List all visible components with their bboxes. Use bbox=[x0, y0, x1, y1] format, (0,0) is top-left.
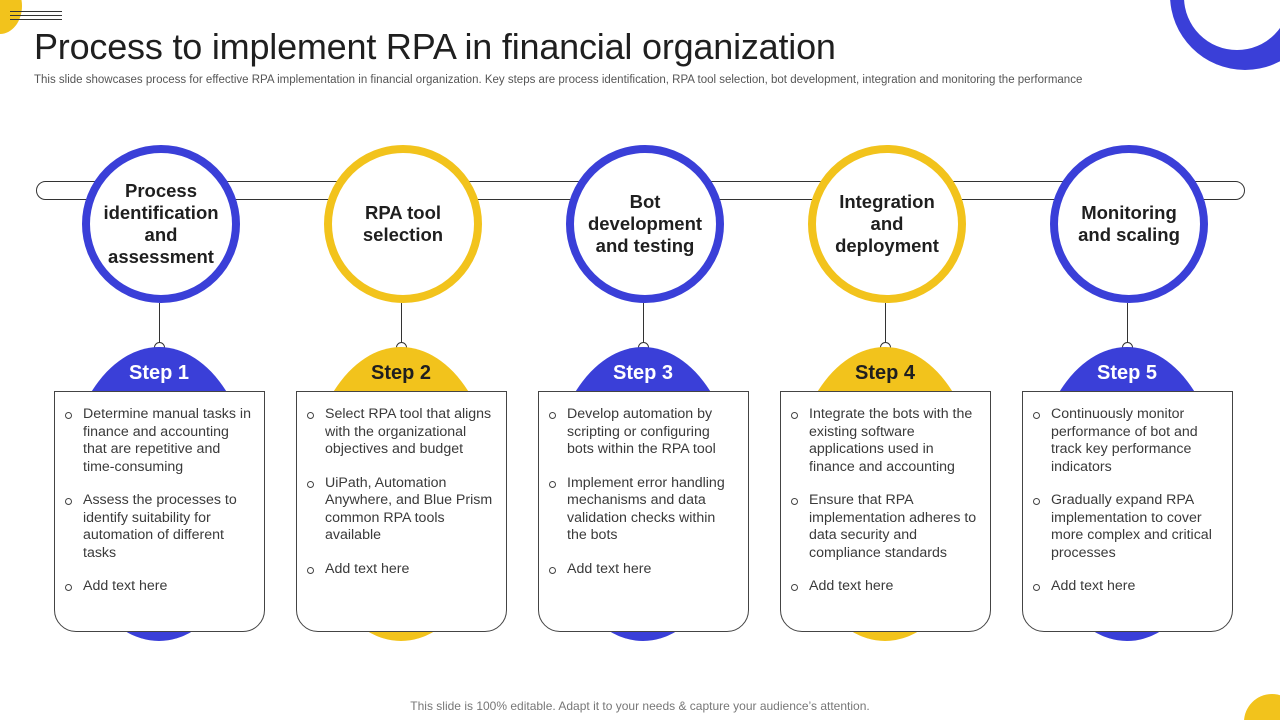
step-5-connector bbox=[1127, 303, 1128, 344]
step-1-label: Step 1 bbox=[128, 362, 190, 384]
step-3-circle: Bot development and testing bbox=[566, 145, 724, 303]
step-4-card: Integrate the bots with the existing sof… bbox=[780, 391, 991, 632]
step-1-circle-label: Process identification and assessment bbox=[103, 180, 219, 267]
list-item: UiPath, Automation Anywhere, and Blue Pr… bbox=[307, 475, 496, 545]
step-4-circle: Integration and deployment bbox=[808, 145, 966, 303]
bullet-icon bbox=[1033, 498, 1040, 505]
bullet-icon bbox=[65, 498, 72, 505]
step-1-card: Determine manual tasks in finance and ac… bbox=[54, 391, 265, 632]
step-2-card: Select RPA tool that aligns with the org… bbox=[296, 391, 507, 632]
step-5-card: Continuously monitor performance of bot … bbox=[1022, 391, 1233, 632]
step-3-label: Step 3 bbox=[612, 362, 674, 384]
list-item: Determine manual tasks in finance and ac… bbox=[65, 406, 254, 476]
bullet-icon bbox=[549, 566, 556, 574]
step-2-connector bbox=[401, 303, 402, 344]
slide-title: Process to implement RPA in financial or… bbox=[34, 26, 836, 67]
step-4-circle-label: Integration and deployment bbox=[835, 191, 939, 256]
list-item: Add text here bbox=[791, 578, 980, 596]
list-item: Add text here bbox=[549, 561, 738, 579]
step-4-connector bbox=[885, 303, 886, 344]
bullet-icon bbox=[307, 480, 314, 488]
list-item: Implement error handling mechanisms and … bbox=[549, 475, 738, 545]
bullet-icon bbox=[65, 412, 72, 419]
step-3-circle-label: Bot development and testing bbox=[587, 191, 703, 256]
bullet-icon bbox=[307, 412, 314, 419]
list-item: Add text here bbox=[307, 561, 496, 579]
list-item: Add text here bbox=[65, 578, 254, 596]
slide-footer: This slide is 100% editable. Adapt it to… bbox=[410, 699, 870, 713]
menu-lines-decoration bbox=[10, 11, 62, 23]
step-5-circle-label: Monitoring and scaling bbox=[1078, 202, 1180, 245]
step-2-label: Step 2 bbox=[370, 362, 432, 384]
step-2-circle: RPA tool selection bbox=[324, 145, 482, 303]
list-item: Select RPA tool that aligns with the org… bbox=[307, 406, 496, 459]
bullet-icon bbox=[549, 412, 556, 419]
list-item: Integrate the bots with the existing sof… bbox=[791, 406, 980, 476]
list-item: Assess the processes to identify suitabi… bbox=[65, 492, 254, 562]
step-3-connector bbox=[643, 303, 644, 344]
list-item: Develop automation by scripting or confi… bbox=[549, 406, 738, 459]
list-item: Continuously monitor performance of bot … bbox=[1033, 406, 1222, 476]
bullet-icon bbox=[791, 498, 798, 505]
bullet-icon bbox=[549, 480, 556, 488]
step-1-connector bbox=[159, 303, 160, 344]
bullet-icon bbox=[1033, 584, 1040, 591]
step-5-circle: Monitoring and scaling bbox=[1050, 145, 1208, 303]
bullet-icon bbox=[1033, 412, 1040, 419]
bullet-icon bbox=[791, 412, 798, 419]
list-item: Ensure that RPA implementation adheres t… bbox=[791, 492, 980, 562]
bullet-icon bbox=[791, 584, 798, 591]
slide-subtitle: This slide showcases process for effecti… bbox=[34, 74, 1083, 86]
step-4-label: Step 4 bbox=[854, 362, 916, 384]
step-5-label: Step 5 bbox=[1096, 362, 1158, 384]
step-1-circle: Process identification and assessment bbox=[82, 145, 240, 303]
step-3-card: Develop automation by scripting or confi… bbox=[538, 391, 749, 632]
bullet-icon bbox=[307, 566, 314, 574]
bullet-icon bbox=[65, 584, 72, 591]
step-2-circle-label: RPA tool selection bbox=[362, 202, 444, 245]
list-item: Add text here bbox=[1033, 578, 1222, 596]
list-item: Gradually expand RPA implementation to c… bbox=[1033, 492, 1222, 562]
